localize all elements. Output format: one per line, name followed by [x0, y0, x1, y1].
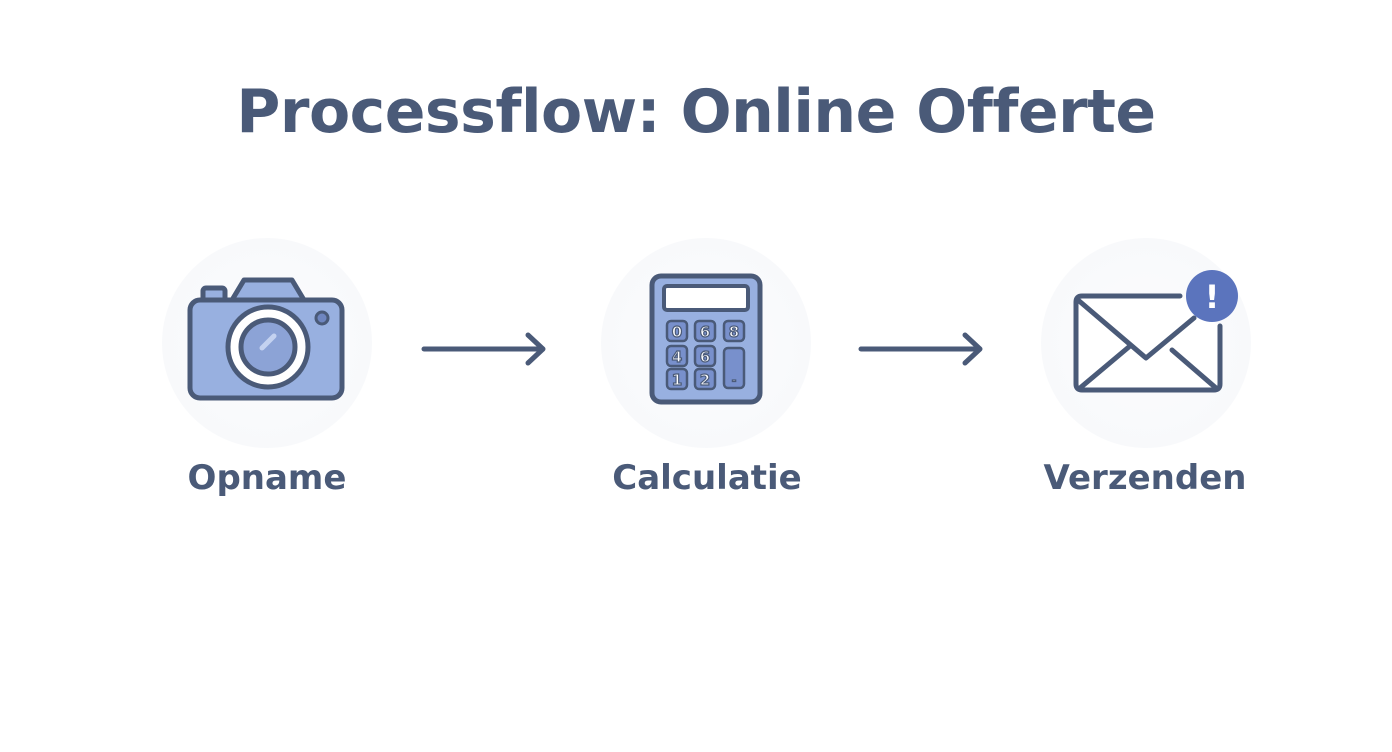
notification-badge: ! — [1186, 270, 1238, 322]
diagram-title: Processflow: Online Offerte — [236, 77, 1156, 147]
step-label-verzenden: Verzenden — [1043, 458, 1247, 498]
calculator-key: 6 — [700, 348, 710, 366]
calculator-key: 0 — [672, 323, 682, 341]
calculator-key: 4 — [672, 348, 682, 366]
step-label-calculatie: Calculatie — [612, 458, 802, 498]
arrow-right-icon — [858, 332, 983, 366]
step-label-opname: Opname — [187, 458, 347, 498]
notification-symbol: ! — [1205, 278, 1220, 316]
calculator-key: 6 — [700, 323, 710, 341]
arrow-right-icon — [421, 332, 546, 366]
calculator-key: 2 — [700, 371, 710, 389]
envelope-icon: ! — [1073, 270, 1238, 393]
calculator-icon: 0 6 8 4 6 1 2 - — [649, 273, 763, 405]
camera-icon — [187, 277, 345, 401]
calculator-keypad: 0 6 8 4 6 1 2 - — [665, 319, 746, 391]
calculator-key: 1 — [672, 371, 682, 389]
calculator-key: - — [732, 374, 737, 387]
calculator-key: 8 — [729, 323, 739, 341]
